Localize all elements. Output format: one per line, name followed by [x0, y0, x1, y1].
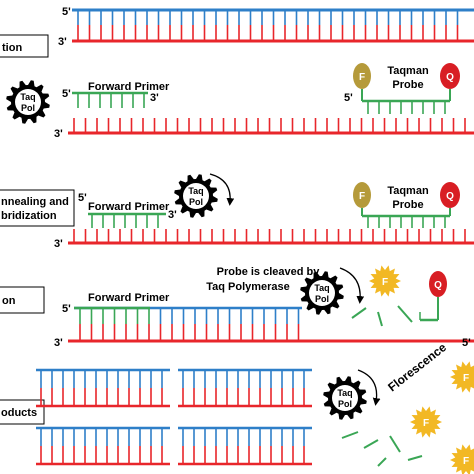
step-label-extension: on — [2, 295, 16, 307]
strand-end-label: 5' — [62, 303, 71, 315]
strand-end-label: 5' — [62, 88, 71, 100]
fluorophore-label: F — [463, 373, 469, 384]
strand-end-label: 5' — [344, 92, 353, 104]
forward-primer-label: Forward Primer — [88, 81, 170, 93]
taqman-probe-label: Taqman — [387, 185, 429, 197]
fluorophore-label: F — [463, 456, 469, 467]
strand-end-label: 5' — [62, 6, 71, 18]
probe-fragment — [377, 457, 387, 467]
taq-label: Taq — [20, 92, 35, 102]
pol-label: Pol — [338, 399, 352, 409]
strand-end-label: 5' — [78, 192, 87, 204]
taq-label: Taq — [314, 283, 329, 293]
pol-label: Pol — [21, 103, 35, 113]
quencher-icon — [429, 271, 447, 297]
strand-end-label: 3' — [150, 92, 159, 104]
taqman-probe-label: Taqman — [387, 65, 429, 77]
step-label-annealing: nnealing and — [1, 196, 69, 208]
quencher-icon — [440, 63, 460, 89]
fluorophore-icon — [353, 182, 371, 208]
florescence-label: Florescence — [385, 340, 449, 394]
taq-polymerase-icon: Taq Pol — [300, 271, 344, 315]
strand-end-label: 3' — [54, 128, 63, 140]
probe-fragment — [397, 305, 413, 323]
probe-fragment — [377, 311, 383, 327]
rotation-arrow-icon — [339, 267, 365, 304]
taqman-probe-label: Probe — [392, 199, 423, 211]
forward-primer-label: Forward Primer — [88, 292, 170, 304]
forward-primer-label: Forward Primer — [88, 201, 170, 213]
probe-fragment — [389, 435, 401, 453]
pol-label: Pol — [315, 294, 329, 304]
cleavage-note: Probe is cleaved by — [217, 266, 321, 278]
taq-polymerase-icon: Taq Pol — [174, 174, 218, 218]
step-label-box — [0, 34, 49, 58]
fluorescence-burst-icon: F — [450, 444, 474, 474]
fluorescence-burst-icon: F — [450, 361, 474, 393]
rotation-arrow-icon — [357, 369, 381, 406]
fluorophore-label: F — [359, 191, 365, 202]
probe-fragment — [407, 455, 423, 461]
taqman-probe-label: Probe — [392, 79, 423, 91]
rotation-arrow-icon — [209, 173, 235, 206]
taq-label: Taq — [188, 186, 203, 196]
step-label-box — [0, 399, 45, 425]
probe-fragment — [341, 431, 359, 439]
fluorophore-label: F — [359, 72, 365, 83]
quencher-label: Q — [446, 72, 454, 83]
step-denaturation: tion 5' 3' — [0, 6, 474, 58]
strand-end-label: 5' — [462, 337, 471, 349]
base-pairs — [77, 11, 459, 40]
strand-end-label: 3' — [54, 337, 63, 349]
quencher-label: Q — [446, 191, 454, 202]
cleavage-note: Taq Polymerase — [206, 281, 290, 293]
fluorescence-burst-icon: F — [410, 406, 442, 438]
strand-end-label: 3' — [168, 209, 177, 221]
step-label-box — [0, 189, 75, 227]
step-extension: on Probe is cleaved by Taq Polymerase Fo… — [0, 265, 474, 349]
taq-label: Taq — [337, 388, 352, 398]
fluorophore-label: F — [382, 277, 388, 288]
step-label-hybridization: bridization — [1, 210, 57, 222]
step-label-denaturation: tion — [2, 42, 22, 54]
quencher-icon — [440, 182, 460, 208]
step-products: oducts Taq Pol Florescence F F F — [0, 340, 474, 474]
step-primer-probe-ready: Taq Pol Forward Primer 5' 3' F Q Taqman … — [6, 63, 474, 140]
step-annealing: nnealing and bridization Forward Primer … — [0, 173, 474, 250]
step-label-products: oducts — [1, 407, 37, 419]
taq-polymerase-icon: Taq Pol — [323, 376, 367, 420]
fluorophore-label: F — [423, 418, 429, 429]
strand-end-label: 3' — [58, 36, 67, 48]
pol-label: Pol — [189, 197, 203, 207]
fluorophore-icon — [353, 63, 371, 89]
probe-fragment — [363, 439, 379, 449]
fluorescence-burst-icon: F — [369, 265, 401, 297]
probe-fragment — [351, 307, 367, 319]
step-label-box — [0, 286, 45, 314]
strand-end-label: 3' — [54, 238, 63, 250]
quencher-label: Q — [434, 280, 442, 291]
taq-polymerase-icon: Taq Pol — [6, 80, 50, 124]
